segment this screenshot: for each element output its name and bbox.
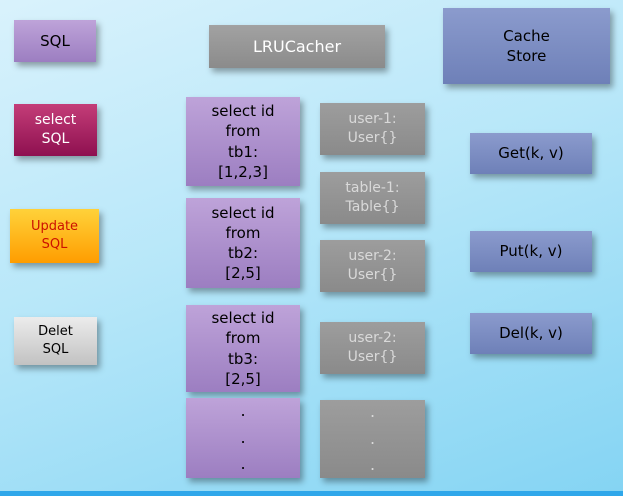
query-node: select id from tb2: [2,5] <box>186 198 300 288</box>
query-node: select id from tb1: [1,2,3] <box>186 97 300 186</box>
bottom-edge-line <box>0 491 623 496</box>
node-sql: SQL <box>14 20 96 62</box>
node-delete-sql: Delet SQL <box>14 317 97 365</box>
node-select-sql: select SQL <box>14 104 97 156</box>
cache-ellipsis-node: . . . <box>320 400 425 478</box>
node-cache-store: Cache Store <box>443 8 610 84</box>
cache-entry-node: user-2: User{} <box>320 240 425 292</box>
operation-del-node: Del(k, v) <box>470 313 592 354</box>
query-ellipsis-node: . . . <box>186 398 300 478</box>
node-update-sql: Update SQL <box>10 209 99 263</box>
cache-entry-node: user-2: User{} <box>320 322 425 374</box>
cache-entry-node: table-1: Table{} <box>320 172 425 224</box>
operation-put-node: Put(k, v) <box>470 231 592 272</box>
cache-entry-node: user-1: User{} <box>320 103 425 155</box>
query-node: select id from tb3: [2,5] <box>186 305 300 392</box>
node-lru-cacher: LRUCacher <box>209 25 385 68</box>
operation-get-node: Get(k, v) <box>470 133 592 174</box>
